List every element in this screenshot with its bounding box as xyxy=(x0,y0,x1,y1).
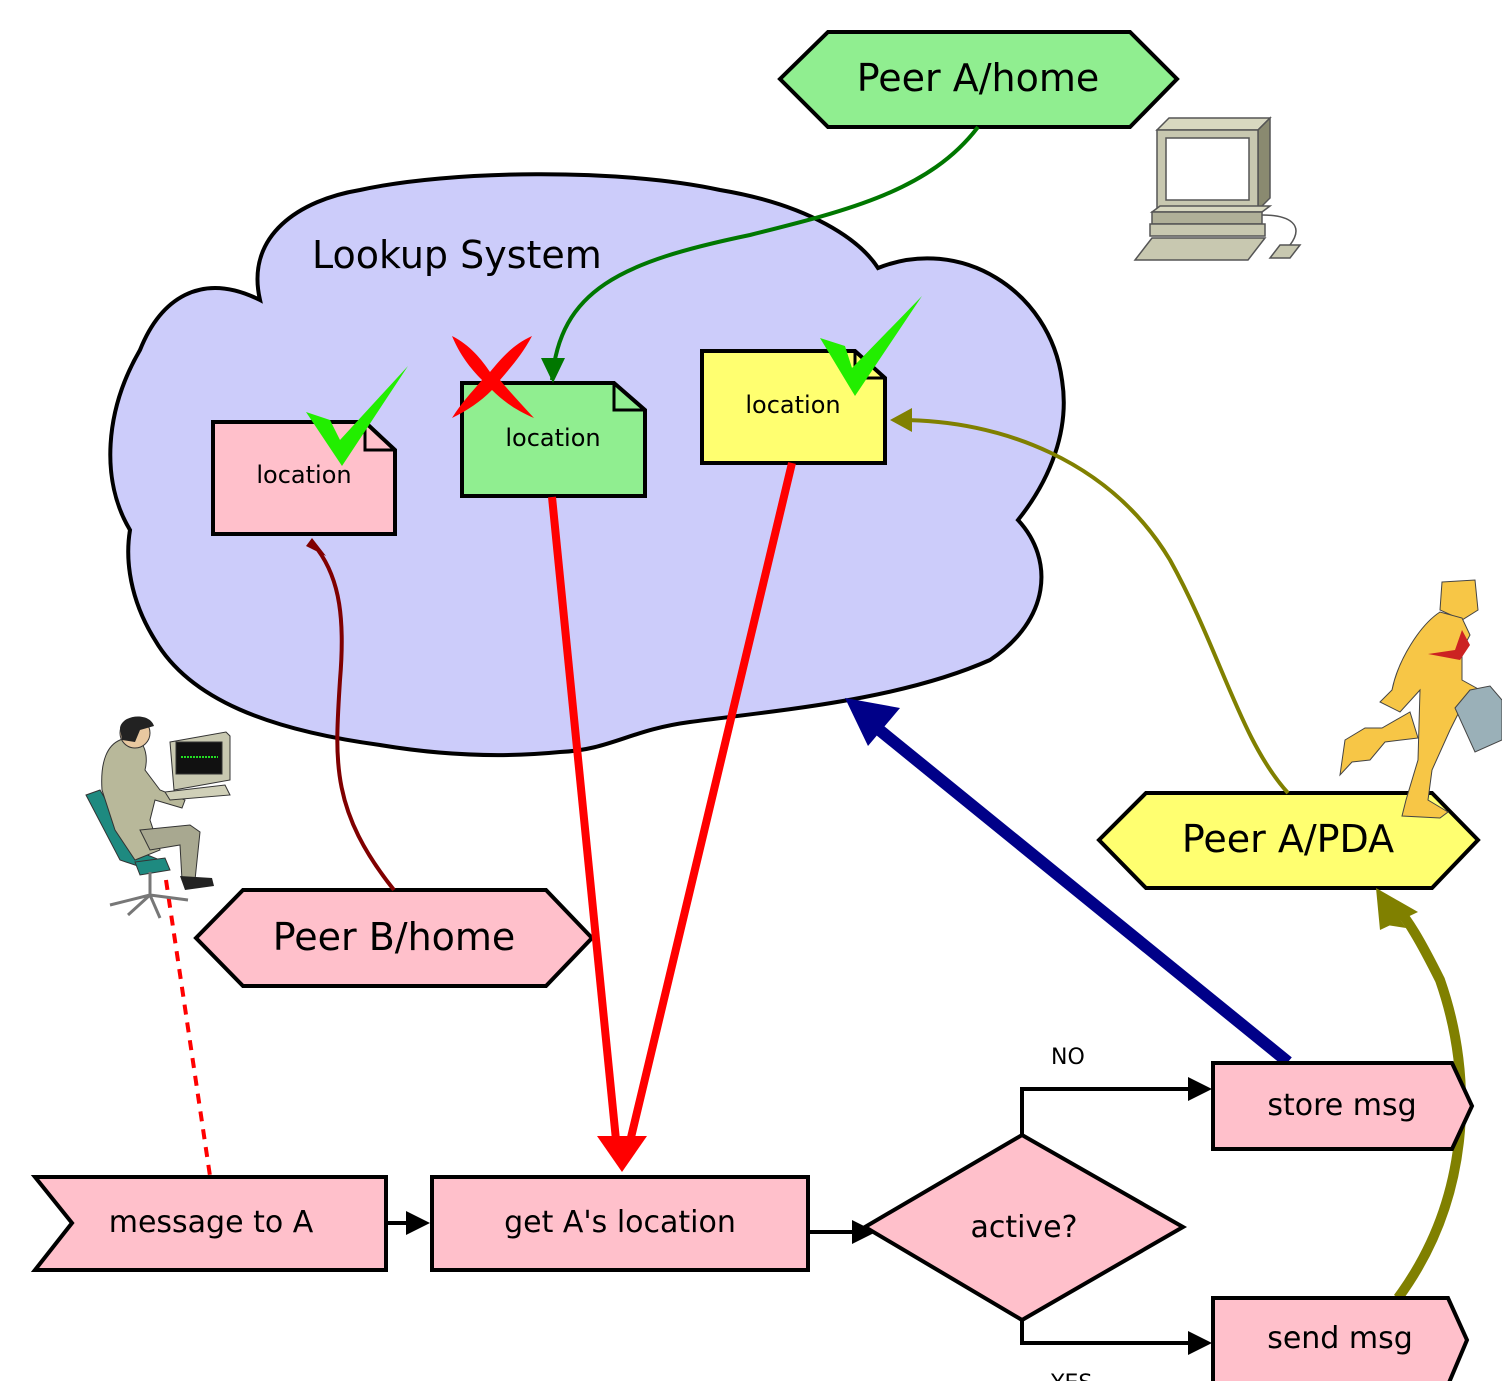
cloud-label: Lookup System xyxy=(312,233,602,277)
location-doc-pink: location xyxy=(211,420,397,536)
get-location-box xyxy=(430,1175,810,1272)
no-branch-connector xyxy=(1020,1087,1192,1135)
arrowhead xyxy=(852,1220,876,1244)
peer-a-pda-shape xyxy=(1096,791,1481,890)
cross-icon xyxy=(452,336,534,418)
store-msg-label: store msg xyxy=(1267,1088,1416,1123)
running-businessman-icon xyxy=(1339,579,1502,819)
no-label: NO xyxy=(1051,1045,1085,1070)
arrowhead xyxy=(1188,1331,1212,1355)
active-decision-label: active? xyxy=(970,1210,1077,1245)
red-arrow-from-yellow-location xyxy=(624,462,796,1151)
arrow-store-to-lookup xyxy=(868,719,1292,1067)
arrow-peer-a-pda-to-location xyxy=(899,418,1290,795)
arrowhead xyxy=(541,358,565,383)
dashed-link-person-to-message xyxy=(164,879,212,1177)
arrowhead xyxy=(306,538,326,556)
arrow-send-to-peer-a-pda xyxy=(1391,901,1467,1301)
person-at-computer-icon xyxy=(85,716,231,919)
arrowhead xyxy=(1376,888,1418,930)
desktop-computer-icon xyxy=(1133,116,1302,261)
peer-b-home-shape xyxy=(193,888,595,988)
arrowhead xyxy=(1188,1077,1212,1101)
peer-a-home-shape xyxy=(777,30,1180,129)
get-location-label: get A's location xyxy=(504,1205,736,1240)
checkmark-icon xyxy=(306,366,408,466)
arrow-peer-a-home-to-location xyxy=(550,125,980,381)
location-doc-label: location xyxy=(505,424,600,452)
message-to-a-label: message to A xyxy=(109,1205,314,1240)
peer-a-pda-label: Peer A/PDA xyxy=(1182,817,1394,861)
arrowhead xyxy=(845,698,900,746)
send-msg-label: send msg xyxy=(1267,1321,1413,1356)
location-doc-green: location xyxy=(460,381,647,498)
red-arrow-from-green-location xyxy=(548,496,621,1151)
arrowhead xyxy=(890,408,912,432)
arrowhead xyxy=(406,1211,430,1235)
store-msg-shape xyxy=(1211,1061,1475,1151)
peer-a-home-label: Peer A/home xyxy=(857,56,1100,100)
location-doc-label: location xyxy=(256,461,351,489)
message-to-a-shape xyxy=(30,1175,388,1272)
arrowhead xyxy=(597,1136,647,1172)
location-doc-label: location xyxy=(745,391,840,419)
yes-label: YES xyxy=(1050,1371,1092,1381)
peer-b-home-label: Peer B/home xyxy=(273,915,516,959)
checkmark-icon xyxy=(820,296,922,396)
send-msg-shape xyxy=(1211,1296,1470,1381)
yes-branch-connector xyxy=(1020,1320,1192,1345)
arrow-peer-b-home-to-location xyxy=(316,548,396,892)
